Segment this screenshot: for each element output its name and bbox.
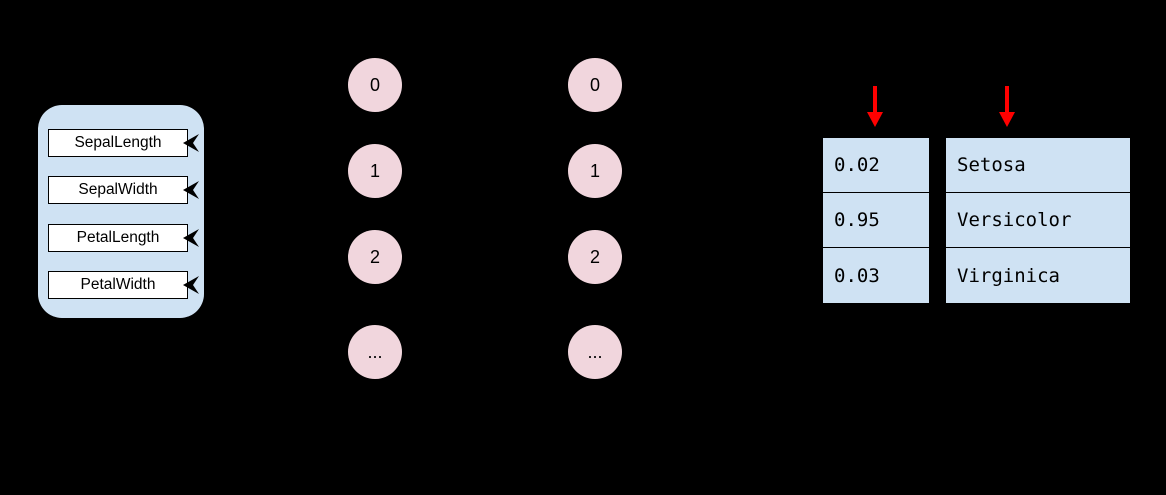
- node-label: 1: [589, 160, 600, 181]
- output-arrow-icon-classes: [999, 86, 1015, 127]
- node-label: 2: [589, 246, 600, 267]
- feature-box-petal-length: PetalLength: [48, 224, 188, 252]
- node-label: 0: [369, 74, 380, 95]
- hidden1-node-2: 2: [348, 230, 402, 284]
- hidden1-node-0: 0: [348, 58, 402, 112]
- hidden2-node-1: 1: [568, 144, 622, 198]
- feature-label: PetalLength: [76, 229, 160, 246]
- hidden1-node-1: 1: [348, 144, 402, 198]
- input-arrowheads-icon: [183, 134, 199, 152]
- feature-label: SepalLength: [74, 134, 162, 151]
- input-arrowheads-icon: [183, 276, 199, 294]
- input-arrowheads-icon: [183, 229, 199, 247]
- hidden2-node-0: 0: [568, 58, 622, 112]
- node-label: 2: [369, 246, 380, 267]
- hidden1-node-ellipsis: ...: [348, 325, 402, 379]
- feature-box-sepal-length: SepalLength: [48, 129, 188, 157]
- probability-cell: 0.03: [834, 264, 880, 287]
- class-table: Setosa Versicolor Virginica: [945, 137, 1131, 304]
- node-label: ...: [367, 341, 383, 362]
- input-arrowheads-icon: [183, 181, 199, 199]
- output-arrow-icon-probabilities: [867, 86, 883, 127]
- probability-cell: 0.02: [823, 138, 929, 193]
- feature-box-petal-width: PetalWidth: [48, 271, 188, 299]
- class-cell: Setosa: [946, 138, 1130, 193]
- feature-box-sepal-width: SepalWidth: [48, 176, 188, 204]
- hidden2-node-ellipsis: ...: [568, 325, 622, 379]
- node-label: ...: [587, 341, 603, 362]
- class-cell: Versicolor: [946, 193, 1130, 248]
- node-label: 0: [589, 74, 600, 95]
- hidden2-node-2: 2: [568, 230, 622, 284]
- feature-label: SepalWidth: [78, 181, 158, 198]
- probability-cell: 0.95: [823, 193, 929, 248]
- input-features-panel: SepalLength SepalWidth PetalLength Petal…: [38, 105, 204, 318]
- probability-table: 0.02 0.95 0.03: [822, 137, 930, 304]
- node-label: 1: [369, 160, 380, 181]
- class-cell: Virginica: [957, 264, 1060, 287]
- feature-label: PetalWidth: [80, 276, 156, 293]
